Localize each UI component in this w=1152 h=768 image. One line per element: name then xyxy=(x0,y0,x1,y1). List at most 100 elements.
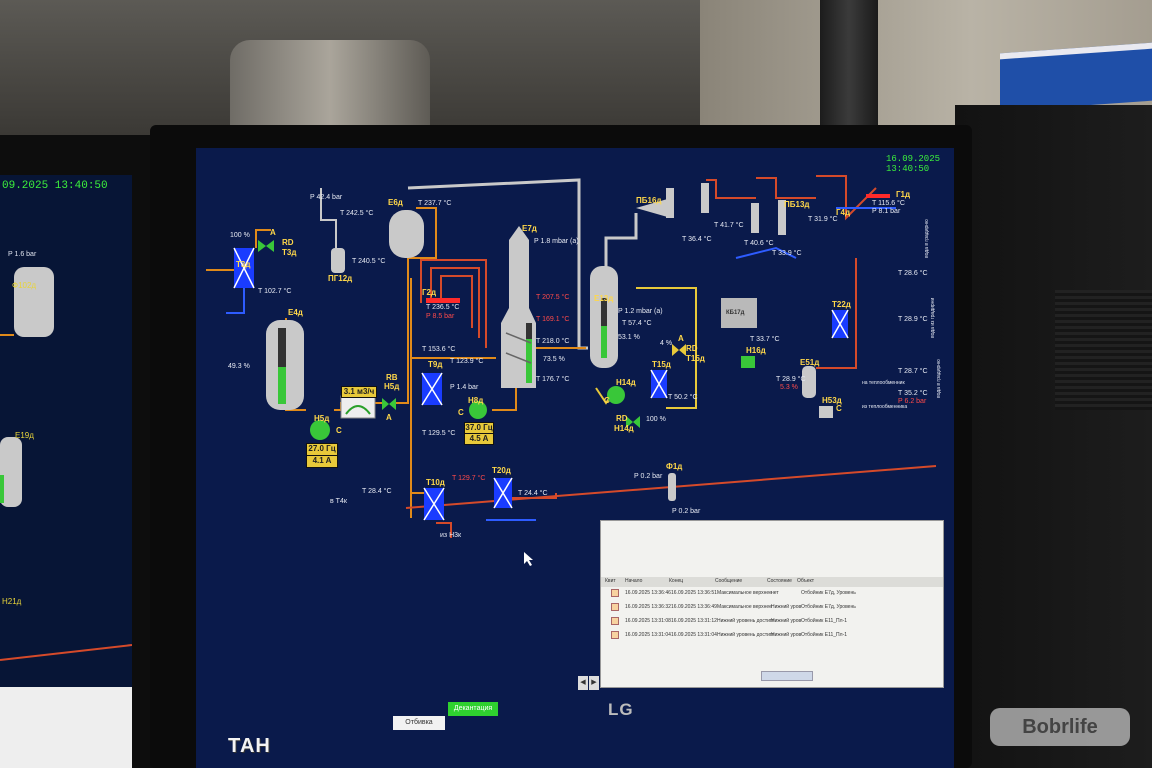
f1-p-in: P 0.2 bar xyxy=(634,473,663,480)
t3-exchanger xyxy=(233,247,255,289)
left-vessel-2 xyxy=(0,437,22,507)
alarm-obj: Отбойник Е11_Пл-1 xyxy=(801,618,848,624)
pb16-temp: T 36.4 °C xyxy=(682,236,712,243)
pump-n8 xyxy=(469,401,487,419)
pipe-e6-loop xyxy=(407,207,437,348)
t9-exchanger xyxy=(421,372,443,406)
pipe-pb16-red xyxy=(706,179,756,199)
n5-mode: C xyxy=(336,426,342,435)
g1-pressure: P 8.1 bar xyxy=(872,208,901,215)
right-label-1: вода в градирню xyxy=(924,219,930,258)
right-temp-4: T 35.2 °C xyxy=(898,390,928,397)
alarm-row[interactable]: 16.09.2025 13:31:04 16.09.2025 13:31:04 … xyxy=(605,629,939,641)
e13-pressure: P 1.2 mbar (a) xyxy=(618,308,663,315)
n5-tag: Н5д xyxy=(314,414,330,423)
background-cabinet xyxy=(955,105,1152,768)
t20-exchanger xyxy=(493,477,513,509)
left-panel xyxy=(0,687,132,768)
g2-tag: Г2д xyxy=(422,288,437,297)
left-tag-1: Ф102д xyxy=(12,281,37,290)
left-level-bar xyxy=(0,475,4,503)
alarm-ack-checkbox[interactable] xyxy=(611,589,619,597)
left-vessel xyxy=(14,267,54,337)
alarm-state: Нижний уров xyxy=(771,618,802,624)
lg-logo: LG xyxy=(608,700,634,719)
g4-tag: Г4д xyxy=(836,208,851,217)
alarm-end: 16.09.2025 13:36:51 xyxy=(671,590,717,596)
main-screen: 16.09.2025 13:40:50 xyxy=(196,148,954,768)
n14-valve-pct: 100 % xyxy=(646,416,666,423)
n5-valve-tag: Н5д xyxy=(384,382,400,391)
t3-valve-mode: RD xyxy=(282,238,294,247)
pipe-t20-hot xyxy=(496,493,557,499)
kb17-box xyxy=(721,298,757,328)
right-label-4: на теплообменник xyxy=(862,380,905,386)
alarm-scrollbar[interactable] xyxy=(761,671,813,681)
g2-pressure: P 8.5 bar xyxy=(426,313,455,320)
inlet-temp: T 28.4 °C xyxy=(362,488,392,495)
alarm-header: Квит Начало Конец Сообщение Состояние Об… xyxy=(601,577,943,587)
alarm-row[interactable]: 16.09.2025 13:31:08 16.09.2025 13:31:12 … xyxy=(605,615,939,627)
alarm-state: Нижний уров xyxy=(771,604,802,610)
alarm-start: 16.09.2025 13:31:08 xyxy=(625,618,671,624)
t3-tag: Т3д xyxy=(236,260,251,269)
alarm-col-end: Конец xyxy=(669,578,684,584)
t15-valve-pct: 4 % xyxy=(660,340,673,347)
e51-temp: T 28.9 °C xyxy=(776,376,806,383)
e13-level-bar xyxy=(601,326,607,358)
valve-n14 xyxy=(626,416,640,428)
valve-n5 xyxy=(382,398,396,410)
t22-exchanger xyxy=(831,309,849,339)
n14-valve-tag: Н14д xyxy=(614,424,634,433)
t9-tag: Т9д xyxy=(428,360,443,369)
n5-valve-mode: RB xyxy=(386,373,398,382)
left-tag-3: Н21д xyxy=(2,597,22,606)
t3-valve-pct: 100 % xyxy=(230,232,250,239)
alarm-start: 16.09.2025 13:36:46 xyxy=(625,590,671,596)
right-label-2: вода из градирни xyxy=(930,297,936,338)
background-pipe xyxy=(820,0,878,130)
sim-button[interactable]: Декантация xyxy=(448,702,498,716)
alarm-row[interactable]: 16.09.2025 13:36:46 16.09.2025 13:36:51 … xyxy=(605,587,939,599)
alarm-ack-checkbox[interactable] xyxy=(611,603,619,611)
pg12-separator xyxy=(331,248,345,273)
prev-icon[interactable]: ◀ xyxy=(578,676,588,690)
ack-button[interactable]: Отбивка xyxy=(393,716,445,730)
alarm-ack-checkbox[interactable] xyxy=(611,631,619,639)
alarm-ack-checkbox[interactable] xyxy=(611,617,619,625)
left-pressure: P 1.6 bar xyxy=(8,251,37,258)
pipe-reboiler-3 xyxy=(440,275,473,328)
right-temp-3: T 28.7 °C xyxy=(898,368,928,375)
pipe-kb17 xyxy=(735,246,797,259)
e4-level-bar xyxy=(278,367,286,404)
pipe-reboiler-2 xyxy=(430,267,480,338)
e7-level: 73.5 % xyxy=(543,356,565,363)
f1-tag: Ф1д xyxy=(666,462,683,471)
main-datetime: 16.09.2025 13:40:50 xyxy=(886,154,941,174)
e6-temp-in: T 242.5 °C xyxy=(340,210,374,217)
e51-level: 5.3 % xyxy=(780,384,798,391)
e13-temp: T 57.4 °C xyxy=(622,320,652,327)
left-tag-2: Е19д xyxy=(15,431,34,440)
right-temp-2: T 28.9 °C xyxy=(898,316,928,323)
e6-temp-out: T 237.7 °C xyxy=(418,200,452,207)
valve-t15 xyxy=(672,344,686,356)
f1-filter xyxy=(668,473,676,501)
t15-tag: Т15д xyxy=(652,360,671,369)
watermark: Bobrlife xyxy=(990,708,1130,746)
h53-mode: C xyxy=(836,404,842,413)
process-diagram xyxy=(206,175,937,566)
alarm-row[interactable]: 16.09.2025 13:36:32 16.09.2025 13:36:49 … xyxy=(605,601,939,613)
left-datetime: 09.2025 13:40:50 xyxy=(2,180,108,192)
alarm-end: 16.09.2025 13:31:12 xyxy=(671,618,717,624)
pipe-t3-cold xyxy=(226,288,245,314)
e13-tag: Е13д xyxy=(594,294,614,303)
pg12-tag: ПГ12д xyxy=(328,274,353,283)
kb17-temp: T 33.7 °C xyxy=(750,336,780,343)
e4-tag: Е4д xyxy=(288,308,303,317)
alarm-panel[interactable]: Квит Начало Конец Сообщение Состояние Об… xyxy=(600,520,944,688)
e7-temp-2: T 169.1 °C xyxy=(536,316,570,323)
next-icon[interactable]: ▶ xyxy=(589,676,599,690)
alarm-col-state: Состояние xyxy=(767,578,792,584)
inlet-label: в Т4к xyxy=(330,498,347,505)
